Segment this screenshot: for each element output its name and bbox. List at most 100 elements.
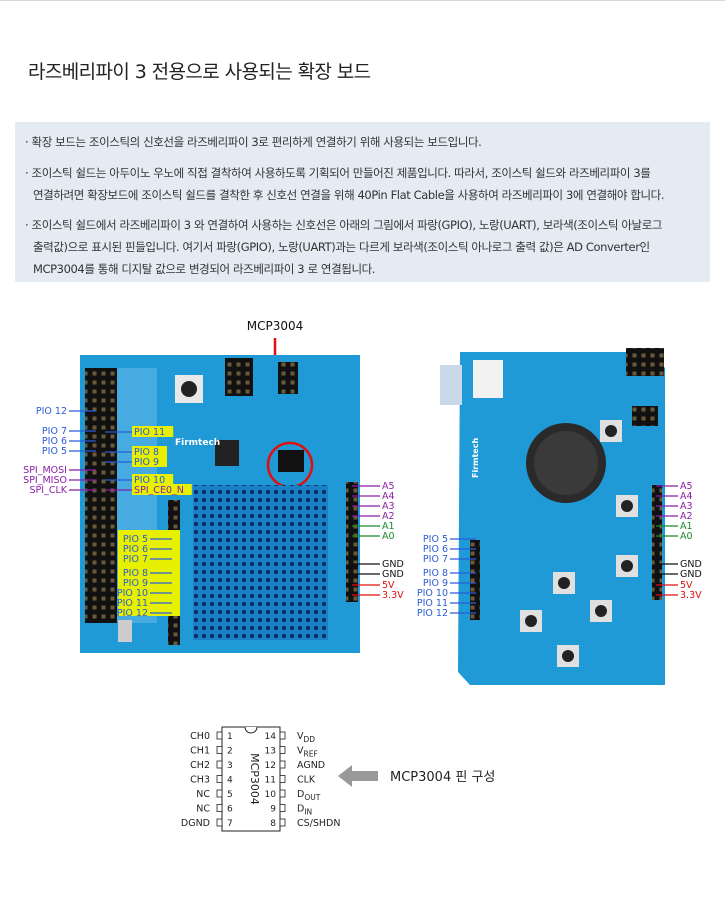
chip-left-pin-number: 7 <box>227 819 233 829</box>
chip-pin-right <box>279 789 286 798</box>
shield-button-b <box>616 555 638 577</box>
chip-left-pin-name: CH2 <box>190 760 210 771</box>
left-board-right-label: A2 <box>382 511 395 522</box>
left-board-proto-area <box>193 485 328 640</box>
right-board-right-label: 5V <box>680 580 693 591</box>
left-board-pin-label: SPI_MISO <box>23 475 67 486</box>
chip-pin-right <box>279 818 286 827</box>
right-board-right-label: GND <box>680 559 702 570</box>
pin-name-main: V <box>297 746 304 757</box>
left-board-top-header <box>225 358 253 396</box>
pin-name-subscript: DD <box>304 735 316 744</box>
chip-body <box>221 726 281 832</box>
shield-button-c-knob <box>558 577 570 589</box>
right-board-brand: Firmtech <box>471 438 480 478</box>
right-board-left-label: PIO 8 <box>423 568 448 579</box>
chip-pin-left <box>216 789 223 798</box>
chip-right-pin-name: CS/SHDN <box>297 818 340 829</box>
chip-right-pin-name: VDD <box>297 731 315 744</box>
chip-right-pin-name: CLK <box>297 775 316 786</box>
chip-right-pin-number: 13 <box>265 747 276 757</box>
left-board-uart-label: PIO 9 <box>134 457 159 468</box>
chip-left-pin-number: 3 <box>227 761 233 771</box>
left-board-reset-button <box>175 375 203 403</box>
left-board-pin-label: SPI_MOSI <box>23 465 67 476</box>
mcp3004-highlight-circle <box>266 441 314 489</box>
right-board-left-label: PIO 12 <box>417 608 448 619</box>
uart-highlight <box>132 474 174 485</box>
left-board-right-label: GND <box>382 559 404 570</box>
chip-left-pin-name: CH1 <box>190 746 210 757</box>
lower-highlight <box>118 530 180 616</box>
right-board-pcb <box>458 352 665 685</box>
left-board-right-label: A5 <box>382 481 395 492</box>
chip-left-pin-name: DGND <box>181 818 210 829</box>
shield-button-d <box>590 600 612 622</box>
pin-name-main: CS/SHDN <box>297 818 340 829</box>
left-board-uart-label: PIO 11 <box>134 427 165 438</box>
left-board-right-label: A1 <box>382 521 395 532</box>
left-board-reset-knob <box>181 381 197 397</box>
shield-button-f <box>557 645 579 667</box>
shield-button-f-knob <box>562 650 574 662</box>
right-board-left-header <box>470 540 480 620</box>
left-board-lower-label: PIO 8 <box>123 568 148 579</box>
right-board-left-label: PIO 7 <box>423 554 448 565</box>
info-box: · 확장 보드는 조이스틱의 신호선을 라즈베리파이 3로 편리하게 연결하기 … <box>15 122 710 282</box>
chip-pin-left <box>216 731 223 740</box>
shield-button-a <box>616 495 638 517</box>
mcp3004-chip-on-board <box>278 450 304 472</box>
left-board-pin-label: SPI_CLK <box>30 485 68 496</box>
shield-button-d-knob <box>595 605 607 617</box>
chip-pin-right <box>279 760 286 769</box>
chip-pin-left <box>216 760 223 769</box>
joystick-base <box>526 423 606 503</box>
left-board-lower-label: PIO 6 <box>123 544 148 555</box>
info-line: · 조이스틱 쉴드에서 라즈베리파이 3 와 연결하여 사용하는 신호선은 아래… <box>25 218 663 232</box>
right-board-right-label: GND <box>680 569 702 580</box>
left-board-right-label: 5V <box>382 580 395 591</box>
left-board-pin-label: PIO 5 <box>42 446 67 457</box>
left-board-lower-header <box>168 500 180 645</box>
chip-pin-left <box>216 818 223 827</box>
left-board-right-label: 3.3V <box>382 590 404 601</box>
chip-right-pin-name: DIN <box>297 804 312 817</box>
info-bullet-1: · 확장 보드는 조이스틱의 신호선을 라즈베리파이 3로 편리하게 연결하기 … <box>25 131 482 153</box>
left-board-silk-area <box>117 368 157 623</box>
right-board-right-label: A1 <box>680 521 693 532</box>
pin-name-main: V <box>297 731 304 742</box>
left-board-40pin-header <box>85 368 117 623</box>
left-board-right-label: A0 <box>382 531 395 542</box>
pin-name-main: CLK <box>297 775 316 786</box>
chip-notch <box>244 726 258 734</box>
right-board-bt-module <box>440 365 462 405</box>
caption-arrow-shaft <box>352 771 378 781</box>
right-board-left-label: PIO 6 <box>423 544 448 555</box>
chip-right-pin-number: 14 <box>265 732 277 742</box>
shield-button-a-knob <box>621 500 633 512</box>
pin-name-main: D <box>297 789 304 800</box>
left-board-lower-label: PIO 9 <box>123 578 148 589</box>
joystick-cap <box>534 431 598 495</box>
chip-right-pin-number: 11 <box>265 776 276 786</box>
left-board-lower-label: PIO 11 <box>117 598 148 609</box>
chip-pin-right <box>279 731 286 740</box>
left-expansion-board: Firmtech <box>80 355 360 653</box>
pinout-caption: MCP3004 핀 구성 <box>338 765 495 787</box>
shield-button-e-knob <box>525 615 537 627</box>
left-board-lower-label: PIO 12 <box>117 608 148 619</box>
chip-left-pin-name: CH0 <box>190 731 210 742</box>
right-board-top-header-2 <box>632 406 658 426</box>
left-board-right-label: GND <box>382 569 404 580</box>
left-board-brand: Firmtech <box>175 438 220 448</box>
shield-button-top-knob <box>605 425 617 437</box>
left-board-switch <box>118 620 132 642</box>
left-board-uart-label: PIO 10 <box>134 475 165 486</box>
pin-name-main: AGND <box>297 760 325 771</box>
chip-left-pin-number: 6 <box>227 805 233 815</box>
shield-button-e <box>520 610 542 632</box>
right-board-top-header <box>626 348 664 376</box>
left-board-right-label: A3 <box>382 501 395 512</box>
